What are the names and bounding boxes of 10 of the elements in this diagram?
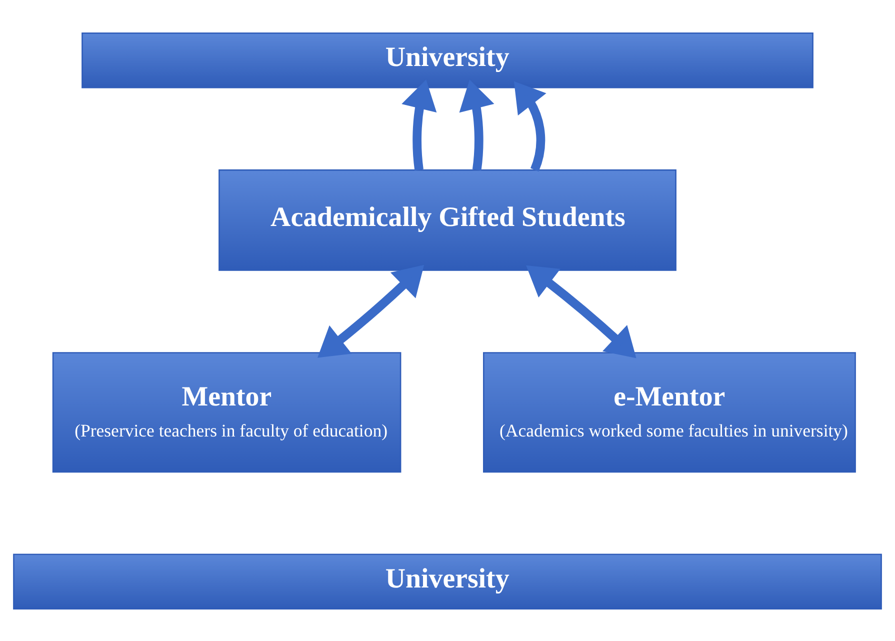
arrow [317,264,424,358]
arrow [459,79,494,170]
node-box: Mentor (Preservice teachers in faculty of education) [52,352,402,472]
arrow [526,264,636,358]
node-box: Academically Gifted Students [218,168,676,270]
arrow [402,79,437,170]
node-box: University [82,32,814,88]
arrow [514,80,546,171]
node-box: University [13,553,882,610]
node-box: e-Mentor (Academics worked some faculties in university) [483,352,856,472]
